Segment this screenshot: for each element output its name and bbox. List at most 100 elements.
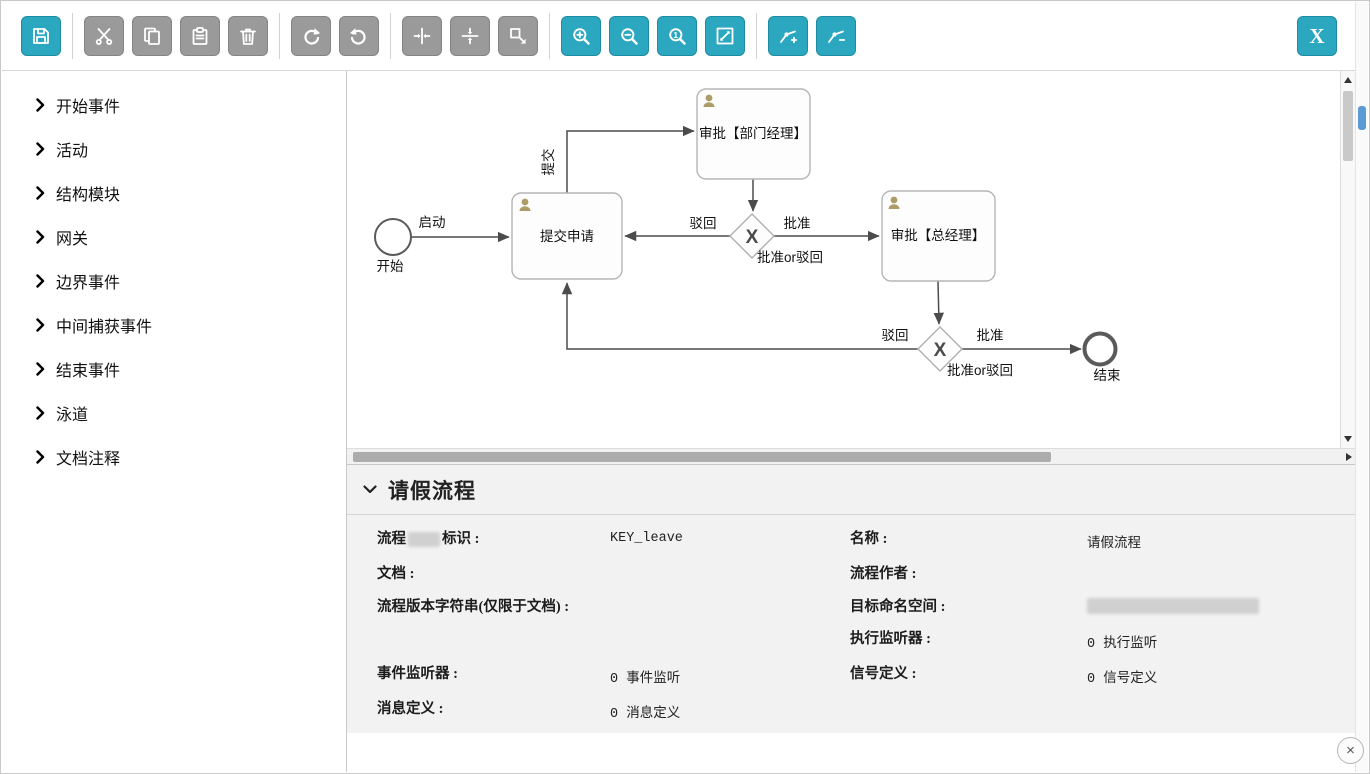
zoom-in-button[interactable] <box>561 16 601 56</box>
palette-item-intermediate-events[interactable]: 中间捕获事件 <box>2 303 346 347</box>
flow-gm-to-gateway2[interactable] <box>933 280 944 325</box>
start-event-node[interactable] <box>374 218 412 256</box>
properties-panel: 请假流程 流程标识 : KEY_leave 名称 : 请假流程 文档 : 流程作… <box>347 464 1355 733</box>
palette-item-label: 文档注释 <box>56 451 121 468</box>
paste-button[interactable] <box>180 16 220 56</box>
redo-button[interactable] <box>291 16 331 56</box>
editor-content: 启动 提交 驳回 批准 驳回 批准 开始 提交申请 <box>346 71 1355 772</box>
palette-item-gateways[interactable]: 网关 <box>2 215 346 259</box>
flow-gateway2-reject[interactable] <box>561 282 918 350</box>
exclusive-gateway-1[interactable]: X <box>729 213 775 259</box>
palette-item-label: 结束事件 <box>56 363 121 380</box>
process-title: 请假流程 <box>388 478 476 503</box>
exclusive-gateway-2[interactable]: X <box>917 326 963 372</box>
user-task-label: 审批【部门经理】 <box>699 126 807 141</box>
gateway-caption: 批准or驳回 <box>757 250 823 265</box>
align-horizontal-icon <box>413 27 431 45</box>
zoom-fit-button[interactable] <box>705 16 745 56</box>
user-task-general-manager[interactable]: 审批【总经理】 <box>881 190 996 282</box>
palette-item-label: 结构模块 <box>56 187 121 204</box>
align-vertical-icon <box>461 27 479 45</box>
palette-item-label: 边界事件 <box>56 275 121 292</box>
copy-button[interactable] <box>132 16 172 56</box>
chevron-right-icon <box>36 142 45 156</box>
execution-listener-label: 执行监听器 : <box>850 631 931 648</box>
xml-button-label: X <box>1309 23 1325 48</box>
palette-item-label: 活动 <box>56 143 89 160</box>
palette-item-end-events[interactable]: 结束事件 <box>2 347 346 391</box>
gateway-x-symbol: X <box>934 340 947 361</box>
redo-arrow-icon <box>304 28 321 45</box>
scroll-up-arrow[interactable] <box>1344 77 1352 83</box>
palette-item-swimlanes[interactable]: 泳道 <box>2 391 346 435</box>
chevron-right-icon <box>36 406 45 420</box>
align-vertical-button[interactable] <box>450 16 490 56</box>
signal-definition-value[interactable]: 0 信号定义 <box>1087 672 1158 688</box>
palette-item-boundary-events[interactable]: 边界事件 <box>2 259 346 303</box>
censored-text <box>1087 598 1259 615</box>
chevron-right-icon <box>36 230 45 244</box>
palette-item-start-events[interactable]: 开始事件 <box>2 83 346 127</box>
palette-item-structural[interactable]: 结构模块 <box>2 171 346 215</box>
end-event-node[interactable] <box>1082 331 1118 367</box>
zoom-actual-button[interactable]: 1 <box>657 16 697 56</box>
end-event-label: 结束 <box>1094 368 1122 383</box>
undo-button[interactable] <box>339 16 379 56</box>
undo-arrow-icon <box>349 28 366 45</box>
same-size-button[interactable] <box>498 16 538 56</box>
scroll-down-arrow[interactable] <box>1344 436 1352 442</box>
zoom-out-button[interactable] <box>609 16 649 56</box>
add-bendpoint-button[interactable] <box>768 16 808 56</box>
palette-item-artifacts[interactable]: 文档注释 <box>2 435 346 479</box>
palette-item-label: 网关 <box>56 231 89 248</box>
toolbar-group-zoom: 1 <box>561 16 745 56</box>
save-button[interactable] <box>21 16 61 56</box>
diagram-canvas[interactable]: 启动 提交 驳回 批准 驳回 批准 开始 提交申请 <box>347 71 1340 448</box>
user-icon <box>519 198 531 211</box>
xml-button[interactable]: X <box>1297 16 1337 56</box>
flow-label: 启动 <box>419 215 446 230</box>
vertical-scroll-thumb[interactable] <box>1343 91 1353 161</box>
toolbar-separator <box>390 13 391 59</box>
user-icon <box>703 94 715 107</box>
remove-bendpoint-button[interactable] <box>816 16 856 56</box>
flow-label: 批准 <box>784 216 811 231</box>
execution-listener-value[interactable]: 0 执行监听 <box>1087 637 1158 653</box>
palette-item-label: 中间捕获事件 <box>56 319 153 336</box>
palette-item-label: 泳道 <box>56 407 89 424</box>
cut-button[interactable] <box>84 16 124 56</box>
flow-label: 提交 <box>540 149 556 176</box>
documentation-label: 文档 : <box>377 566 415 582</box>
flow-label: 批准 <box>977 328 1004 343</box>
svg-text:1: 1 <box>673 30 678 40</box>
scroll-right-arrow[interactable] <box>1346 453 1352 461</box>
close-button[interactable]: × <box>1337 737 1364 764</box>
magnifier-minus-icon <box>621 28 638 45</box>
flow-submit-to-dept[interactable] <box>566 125 695 193</box>
properties-header[interactable]: 请假流程 <box>347 465 1355 515</box>
event-listener-value[interactable]: 0 事件监听 <box>610 672 681 688</box>
fit-screen-icon <box>716 27 734 45</box>
message-definition-label: 消息定义 : <box>377 701 444 718</box>
user-task-submit[interactable]: 提交申请 <box>511 192 623 280</box>
horizontal-scroll-thumb[interactable] <box>353 452 1051 462</box>
floppy-icon <box>33 28 49 44</box>
chevron-right-icon <box>36 318 45 332</box>
censored-text <box>408 532 440 548</box>
window-scroll-thumb[interactable] <box>1358 106 1366 130</box>
toolbar-separator <box>549 13 550 59</box>
user-task-dept-manager[interactable]: 审批【部门经理】 <box>696 88 811 180</box>
align-horizontal-button[interactable] <box>402 16 442 56</box>
message-definition-value[interactable]: 0 消息定义 <box>610 707 681 723</box>
process-name-value: 请假流程 <box>1087 537 1141 552</box>
start-event-label: 开始 <box>377 259 404 274</box>
delete-button[interactable] <box>228 16 268 56</box>
palette-item-activities[interactable]: 活动 <box>2 127 346 171</box>
toolbar-separator <box>72 13 73 59</box>
chevron-right-icon <box>36 274 45 288</box>
scissors-icon <box>95 28 113 45</box>
window-scrollbar <box>1355 2 1368 772</box>
paste-icon <box>192 27 208 45</box>
bendpoint-minus-icon <box>828 30 846 43</box>
palette-sidebar: 开始事件 活动 结构模块 网关 边界事件 中间捕获事件 结束事件 泳道 <box>2 71 346 772</box>
